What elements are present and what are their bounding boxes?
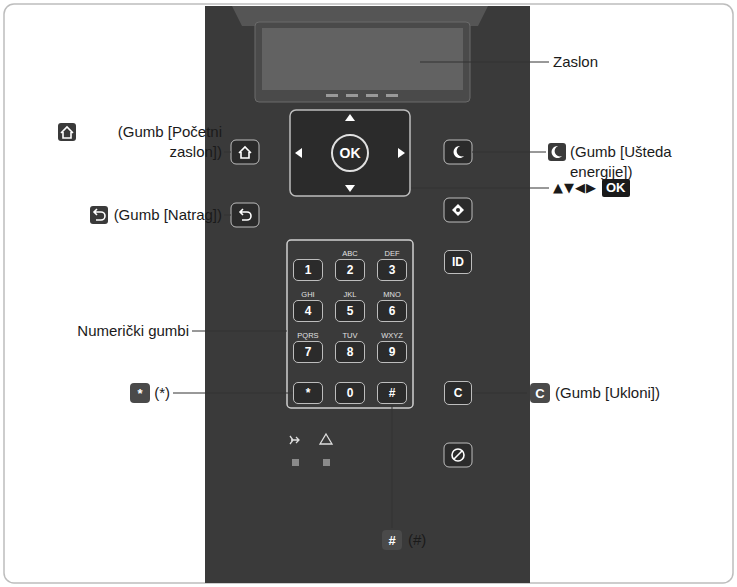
error-indicator-icon bbox=[320, 434, 332, 444]
screen-display bbox=[262, 28, 463, 90]
back-symbol bbox=[240, 209, 251, 220]
sleep-callout-moon bbox=[552, 146, 562, 158]
key-letters: PQRS bbox=[288, 331, 328, 340]
status-symbol-dot bbox=[456, 208, 460, 212]
numeric-key: 7 bbox=[293, 341, 323, 363]
direction-pad bbox=[290, 110, 410, 196]
key-letters: MNO bbox=[372, 290, 412, 299]
numeric-key: 6 bbox=[377, 300, 407, 322]
callout-icon: * bbox=[130, 383, 150, 403]
stop-button bbox=[444, 443, 472, 467]
callout-label: (Gumb [Ukloni]) bbox=[555, 383, 660, 403]
numeric-key: 4 bbox=[293, 300, 323, 322]
callout-label: Zaslon bbox=[553, 52, 598, 72]
status-button bbox=[444, 198, 472, 222]
sleep-callout-icon bbox=[548, 143, 566, 161]
numeric-key: 5 bbox=[335, 300, 365, 322]
back-callout-icon bbox=[90, 206, 108, 224]
keypad-key: 0 bbox=[335, 382, 365, 404]
key-letters: ABC bbox=[330, 249, 370, 258]
stop-symbol-slash bbox=[454, 451, 462, 459]
id-button: ID bbox=[444, 250, 472, 274]
error-lamp bbox=[323, 459, 330, 466]
key-letters: WXYZ bbox=[372, 331, 412, 340]
keypad-key: * bbox=[293, 382, 323, 404]
stop-symbol bbox=[452, 449, 464, 461]
ok-button: OK bbox=[331, 134, 369, 172]
callout-label: ▲▼◀▶ bbox=[553, 178, 597, 198]
control-panel bbox=[205, 6, 530, 583]
key-letters: DEF bbox=[372, 249, 412, 258]
numeric-key: 8 bbox=[335, 341, 365, 363]
indicator-dashes bbox=[326, 94, 398, 97]
callout-label: (Gumb [Početni zaslon]) bbox=[82, 122, 222, 162]
callout-label: (#) bbox=[408, 530, 426, 550]
keypad-key: # bbox=[377, 382, 407, 404]
home-button bbox=[231, 140, 259, 164]
moon-symbol bbox=[454, 146, 464, 158]
data-indicator-icon bbox=[290, 436, 299, 444]
ok-badge: OK bbox=[602, 179, 630, 197]
numeric-key: 9 bbox=[377, 341, 407, 363]
key-letters: TUV bbox=[330, 331, 370, 340]
callout-label: Numerički gumbi bbox=[77, 321, 189, 341]
clear-button: C bbox=[444, 381, 472, 405]
direction-arrows bbox=[295, 114, 405, 192]
home-symbol bbox=[239, 147, 251, 158]
outer-frame bbox=[4, 4, 733, 583]
numeric-key: 3 bbox=[377, 259, 407, 281]
key-letters: GHI bbox=[288, 290, 328, 299]
leader-lines bbox=[173, 62, 549, 528]
back-button bbox=[231, 203, 259, 227]
numeric-key: 1 bbox=[293, 259, 323, 281]
numeric-key: 2 bbox=[335, 259, 365, 281]
keypad-frame bbox=[287, 240, 413, 408]
callout-label: (*) bbox=[154, 383, 170, 403]
key-letters: JKL bbox=[330, 290, 370, 299]
callout-icon: C bbox=[530, 383, 550, 403]
callout-label: (Gumb [Natrag]) bbox=[114, 205, 222, 225]
callout-icon: # bbox=[382, 530, 402, 550]
sleep-button bbox=[444, 140, 472, 164]
callout-label: (Gumb [Ušteda energije]) bbox=[570, 142, 720, 182]
status-symbol bbox=[452, 204, 464, 216]
home-callout-icon bbox=[58, 123, 76, 141]
data-lamp bbox=[292, 459, 299, 466]
